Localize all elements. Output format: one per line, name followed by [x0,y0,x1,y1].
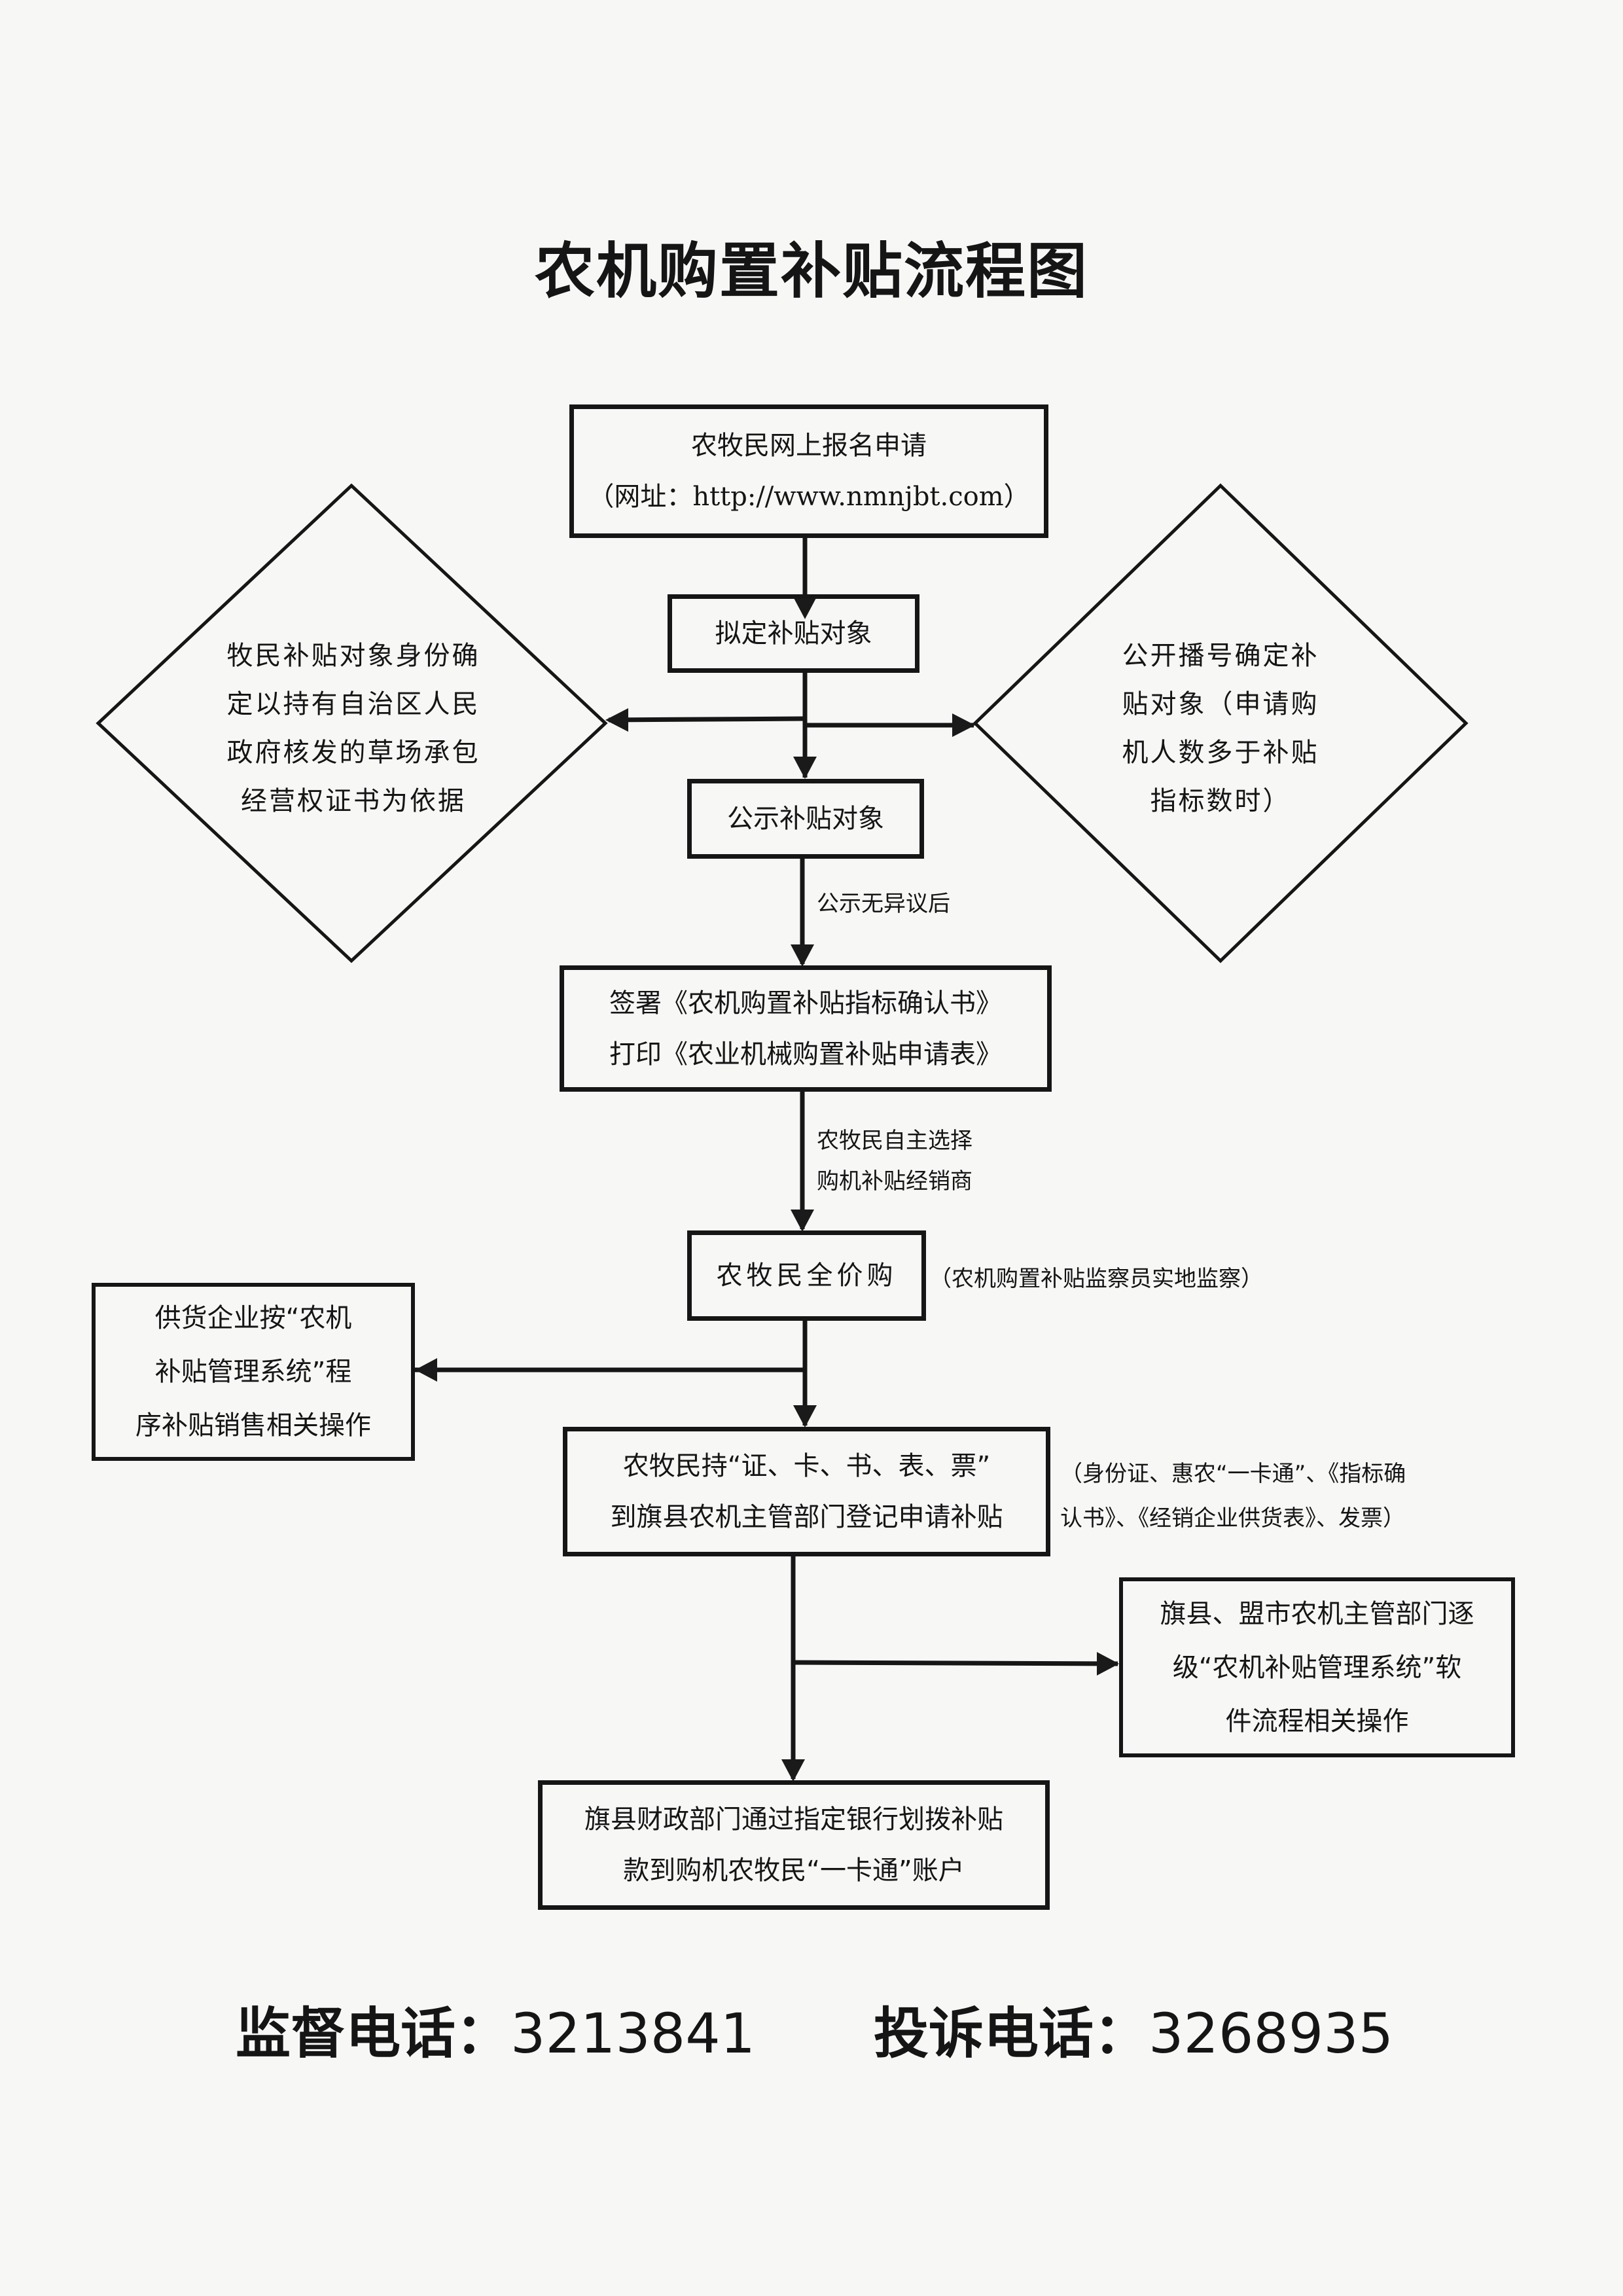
decision-line: 公开播号确定补 [1122,641,1319,671]
step-label: 农牧民持“证、卡、书、表、票” [622,1451,991,1481]
arrowhead-icon [793,757,817,779]
arrowhead-icon [781,1759,805,1782]
side-box-departments: 旗县、盟市农机主管部门逐 级“农机补贴管理系统”软 件流程相关操作 [1119,1577,1515,1757]
arrowhead-icon [1097,1652,1119,1676]
edge-label-line: 购机补贴经销商 [817,1168,972,1194]
side-box-line: 旗县、盟市农机主管部门逐 [1160,1598,1474,1629]
arrowhead-icon [791,944,814,967]
complaint-phone: 投诉电话：3268935 [874,1990,1393,2069]
decision-diamond-lottery [972,483,1469,963]
complaint-phone-label: 投诉电话： [874,2001,1149,2066]
step-label: 农牧民网上报名申请 [691,431,927,461]
decision-text-lottery: 公开播号确定补 贴对象（申请购 机人数多于补贴 指标数时） [1113,632,1329,825]
arrow-branch-left [608,716,806,723]
step-label: 旗县财政部门通过指定银行划拨补贴 [584,1804,1003,1835]
decision-line: 机人数多于补贴 [1122,738,1319,768]
edge-label-line: 农牧民自主选择 [817,1128,972,1154]
supervision-phone-number: 3213841 [510,2001,756,2066]
complaint-phone-number: 3268935 [1149,2001,1394,2066]
step-label: 款到购机农牧民“一卡通”账户 [623,1856,965,1886]
arrowhead-icon [791,1210,814,1232]
decision-diamond-herdsmen [96,483,608,963]
side-box-supplier: 供货企业按“农机 补贴管理系统”程 序补贴销售相关操作 [92,1283,415,1461]
edge-label-choose-dealer: 农牧民自主选择 购机补贴经销商 [817,1121,972,1202]
arrowhead-icon [415,1358,437,1382]
side-box-line: 供货企业按“农机 [154,1303,352,1333]
note-line: （身份证、惠农“一卡通”、《指标确 [1060,1461,1406,1487]
page-title: 农机购置补贴流程图 [534,236,1088,306]
step-url: （网址：http://www.nmnjbt.com） [588,482,1030,512]
step-full-price-purchase: 农牧民全价购 [687,1230,926,1321]
step-disburse-subsidy: 旗县财政部门通过指定银行划拨补贴 款到购机农牧民“一卡通”账户 [538,1780,1050,1910]
arrowhead-icon [952,713,975,737]
arrowhead-icon [605,708,628,732]
supervision-phone-label: 监督电话： [236,2001,511,2066]
supervision-phone: 监督电话：3213841 [236,1990,755,2069]
decision-line: 牧民补贴对象身份确 [226,641,480,671]
step-publicize-targets: 公示补贴对象 [687,779,924,859]
decision-line: 贴对象（申请购 [1122,689,1319,719]
note-documents: （身份证、惠农“一卡通”、《指标确 认书》、《经销企业供货表》、发票） [1060,1452,1406,1541]
side-box-line: 件流程相关操作 [1225,1706,1409,1736]
arrowhead-icon [793,1405,817,1427]
decision-line: 政府核发的草场承包 [226,738,480,768]
arrow-to-departments [793,1660,1118,1666]
side-box-line: 补贴管理系统”程 [154,1357,352,1387]
decision-text-herdsmen: 牧民补贴对象身份确 定以持有自治区人民 政府核发的草场承包 经营权证书为依据 [216,632,491,825]
step-draft-targets: 拟定补贴对象 [668,594,919,673]
decision-line: 经营权证书为依据 [241,786,466,816]
step-label: 公示补贴对象 [727,804,884,834]
step-label: 农牧民全价购 [716,1261,897,1291]
side-box-line: 序补贴销售相关操作 [135,1410,371,1441]
step-register-application: 农牧民持“证、卡、书、表、票” 到旗县农机主管部门登记申请补贴 [563,1427,1050,1556]
edge-label-after-publicity: 公示无异议后 [817,891,950,917]
step-sign-and-print: 签署《农机购置补贴指标确认书》 打印《农业机械购置补贴申请表》 [560,965,1052,1092]
note-supervision: （农机购置补贴监察员实地监察） [929,1266,1263,1292]
step-label: 到旗县农机主管部门登记申请补贴 [610,1502,1003,1532]
decision-line: 定以持有自治区人民 [226,689,480,719]
side-box-line: 级“农机补贴管理系统”软 [1172,1652,1462,1683]
step-label: 打印《农业机械购置补贴申请表》 [609,1039,1002,1069]
arrowhead-icon [793,597,817,619]
step-label: 签署《农机购置补贴指标确认书》 [609,988,1002,1018]
step-online-application: 农牧民网上报名申请 （网址：http://www.nmnjbt.com） [569,404,1048,538]
note-line: 认书》、《经销企业供货表》、发票） [1060,1505,1405,1532]
step-label: 拟定补贴对象 [715,619,872,649]
decision-line: 指标数时） [1150,786,1291,816]
